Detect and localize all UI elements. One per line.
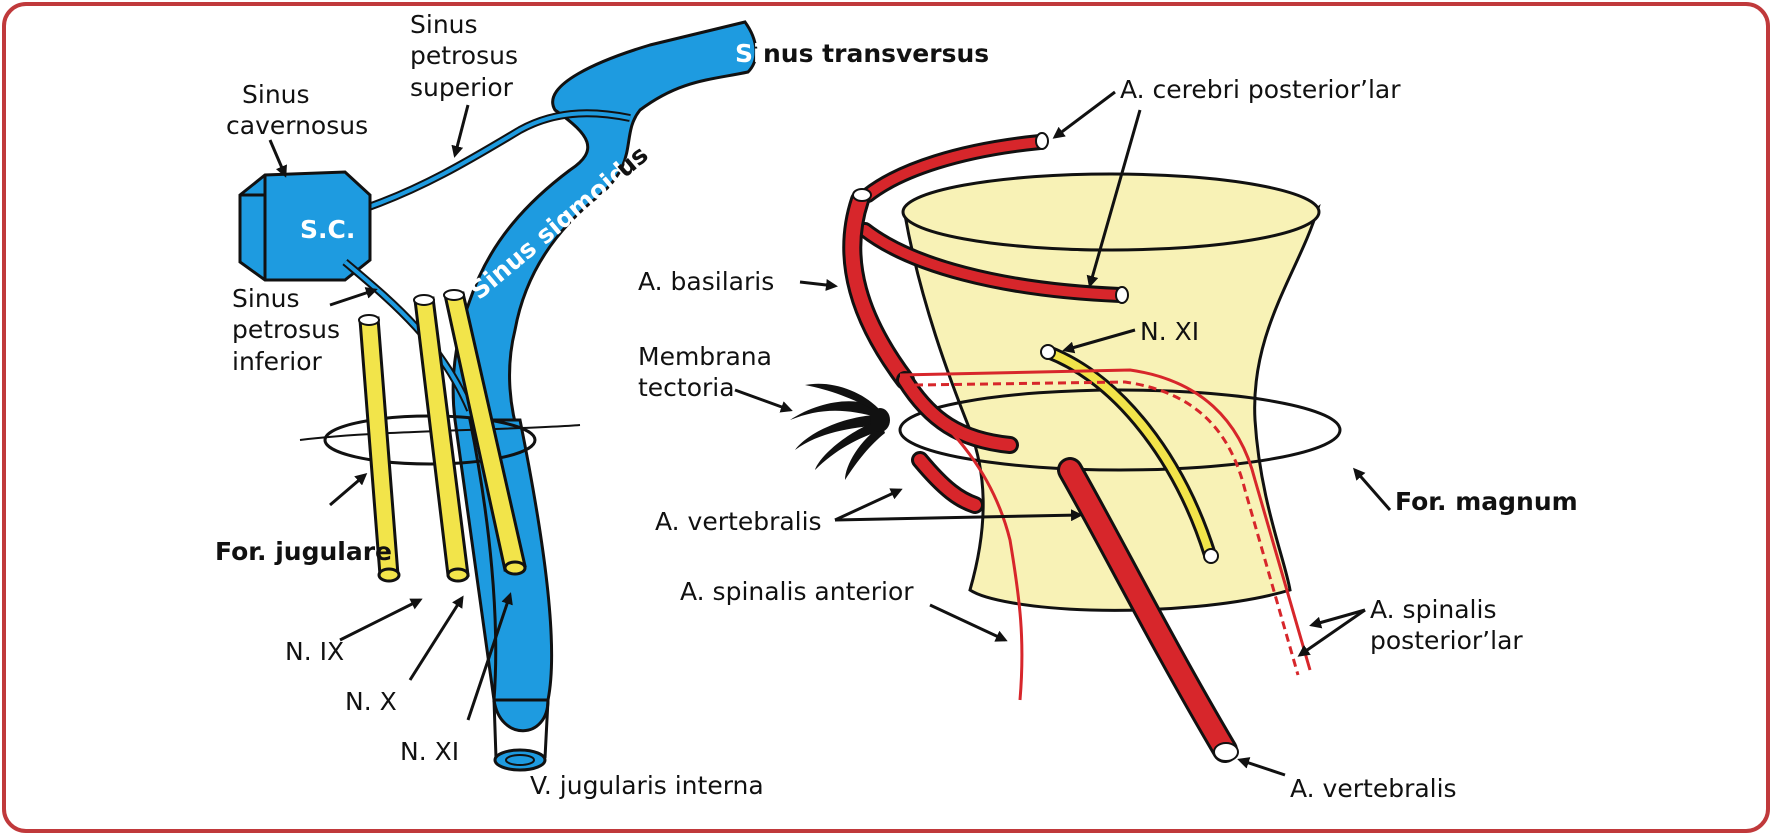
label-for-magnum: For. magnum: [1395, 487, 1578, 516]
label-sps-line3: superior: [410, 73, 514, 102]
label-spi-line3: inferior: [232, 347, 322, 376]
label-n-x: N. X: [345, 687, 397, 716]
label-foramen-jugulare: For. jugulare: [215, 537, 392, 566]
label-sc-abbr: S.C.: [300, 215, 355, 244]
label-sinus-cavernosus-line2: cavernosus: [226, 111, 368, 140]
label-membrana-tectoria-line1: Membrana: [638, 342, 772, 371]
label-a-basilaris: A. basilaris: [638, 267, 774, 296]
label-a-vertebralis-left: A. vertebralis: [655, 507, 822, 536]
label-v-jugularis-interna: V. jugularis interna: [530, 771, 764, 800]
label-spi-line1: Sinus: [232, 284, 300, 313]
label-a-spinalis-posterior-line2: posterior’lar: [1370, 626, 1523, 655]
label-sps-line2: petrosus: [410, 41, 518, 70]
v-jugularis-interna-opening: [495, 750, 545, 770]
label-n-xi-right: N. XI: [1140, 317, 1199, 346]
label-a-spinalis-posterior-line1: A. spinalis: [1370, 595, 1496, 624]
label-sinus-transversus-si: Si: [735, 39, 762, 68]
label-sinus-transversus: nus transversus: [763, 39, 989, 68]
label-a-spinalis-anterior: A. spinalis anterior: [680, 577, 914, 606]
label-n-xi: N. XI: [400, 737, 459, 766]
label-n-ix: N. IX: [285, 637, 344, 666]
label-spi-line2: petrosus: [232, 315, 340, 344]
label-sps-line1: Sinus: [410, 10, 478, 39]
label-membrana-tectoria-line2: tectoria: [638, 373, 735, 402]
label-sinus-cavernosus-line1: Sinus: [242, 80, 310, 109]
label-a-cerebri-posterior: A. cerebri posterior’lar: [1120, 75, 1401, 104]
label-a-vertebralis-bottom: A. vertebralis: [1290, 774, 1457, 803]
